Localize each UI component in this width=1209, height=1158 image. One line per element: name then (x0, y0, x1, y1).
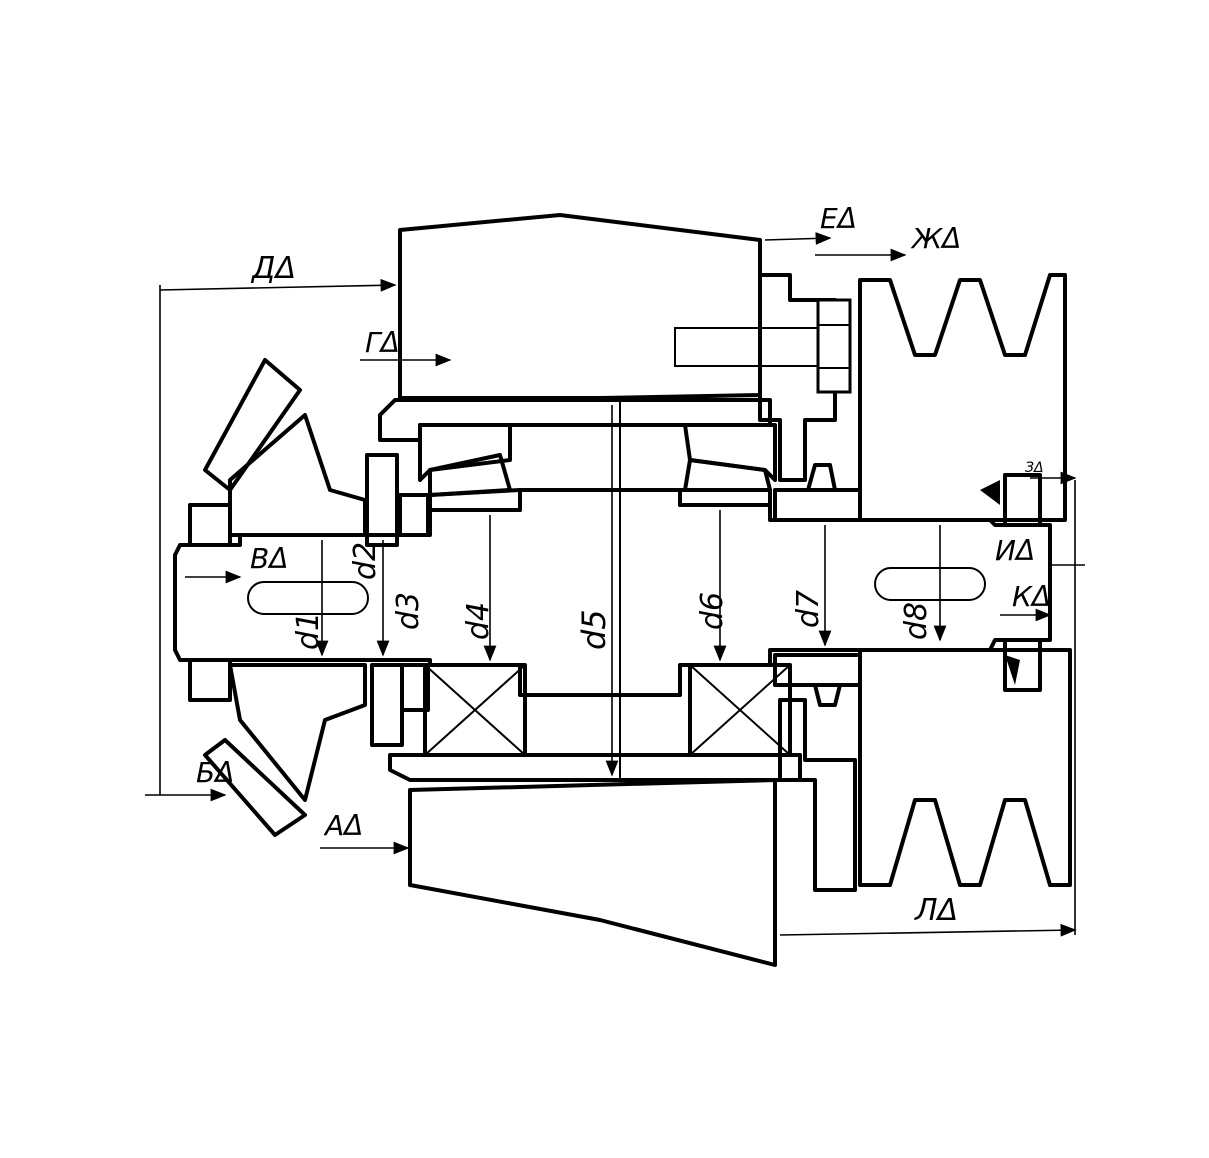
label-Z: ЗΔ (1025, 460, 1044, 476)
label-d8: d8 (899, 602, 934, 640)
label-E: ЕΔ (820, 202, 857, 235)
cover-bolt (674, 298, 852, 394)
label-K: КΔ (1012, 580, 1051, 613)
end-cover-upper (758, 273, 837, 482)
label-B: БΔ (196, 756, 234, 789)
label-d5: d5 (575, 609, 613, 650)
label-G: ГΔ (365, 326, 400, 359)
label-d4: d4 (461, 602, 496, 640)
v-belt-pulley (858, 273, 1072, 887)
bearing-sleeve-lower (388, 753, 802, 782)
housing-lower (408, 778, 777, 967)
label-d3: d3 (391, 592, 426, 630)
bearing-sleeve-upper (378, 398, 772, 442)
label-V: ВΔ (250, 542, 288, 575)
lip-seal (773, 463, 862, 707)
label-L: ЛΔ (914, 893, 958, 928)
label-d6: d6 (695, 592, 730, 630)
tapered-bearing-right (678, 423, 792, 757)
label-d7: d7 (791, 590, 826, 628)
tapered-bearing-left (418, 423, 527, 757)
label-A: АΔ (323, 809, 363, 842)
label-I: ИΔ (995, 534, 1035, 567)
label-d2: d2 (348, 542, 383, 580)
shaft-end-nut-right (980, 473, 1042, 692)
shaft-end-nut-left (188, 503, 232, 702)
label-d1: d1 (291, 612, 326, 650)
dimension-lines (145, 232, 1085, 937)
housing-upper (398, 213, 762, 400)
label-D: ДΔ (250, 251, 296, 286)
label-Zh: ЖΔ (910, 222, 961, 255)
